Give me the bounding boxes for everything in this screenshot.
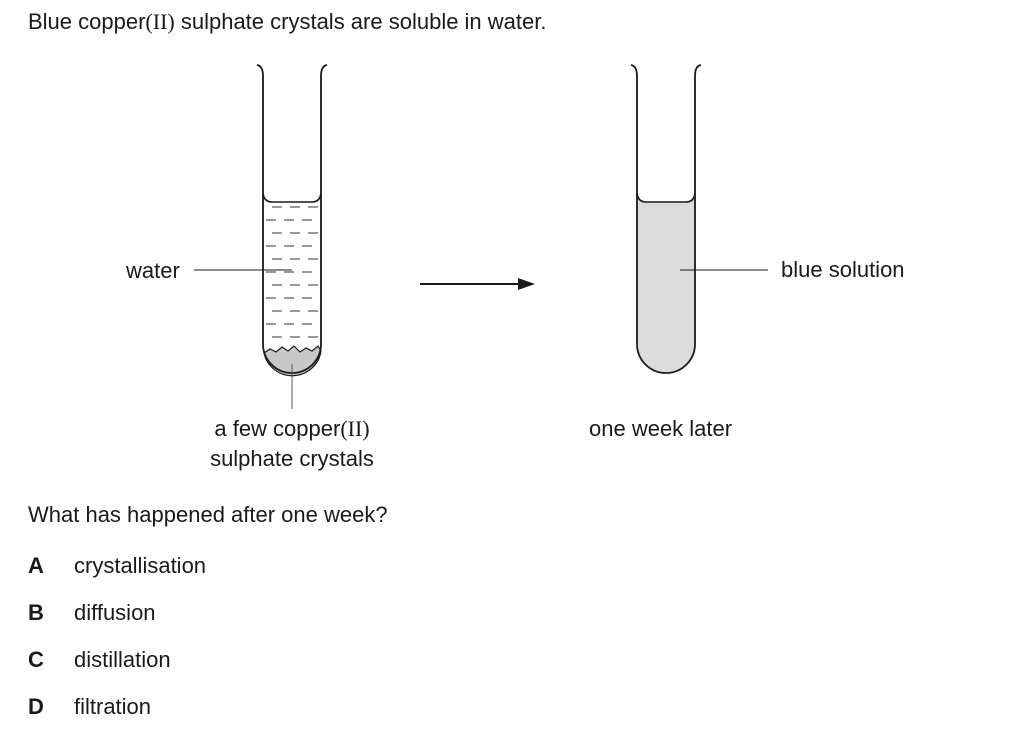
tube-outline bbox=[630, 64, 702, 374]
option-letter: C bbox=[28, 647, 44, 672]
one-week-later-label: one week later bbox=[589, 416, 733, 441]
tube-outline bbox=[256, 64, 328, 374]
question-intro: Blue copper(II) sulphate crystals are so… bbox=[28, 9, 546, 35]
blue-solution-fill bbox=[637, 193, 695, 373]
crystals-label-text: a few copper bbox=[214, 416, 341, 441]
meniscus bbox=[262, 192, 322, 203]
test-tube-before bbox=[194, 64, 328, 409]
water-dashes bbox=[266, 206, 318, 338]
crystals-label-line1: a few copper(II) bbox=[192, 416, 392, 442]
meniscus bbox=[636, 192, 696, 203]
test-tube-diagram bbox=[194, 64, 768, 409]
option-text: filtration bbox=[74, 694, 152, 719]
test-tube-after bbox=[630, 64, 768, 374]
arrow bbox=[420, 278, 535, 290]
option-text: diffusion bbox=[74, 600, 156, 625]
crystals-roman-numeral: (II) bbox=[340, 416, 370, 441]
intro-text-part: Blue copper bbox=[28, 9, 146, 34]
intro-roman-numeral: (II) bbox=[145, 9, 175, 34]
crystals-label-line2: sulphate crystals bbox=[210, 446, 374, 471]
blue-solution-label: blue solution bbox=[781, 257, 905, 282]
option-text: crystallisation bbox=[74, 553, 207, 578]
option-letter: D bbox=[28, 694, 44, 719]
option-letter: A bbox=[28, 553, 44, 578]
option-text: distillation bbox=[74, 647, 171, 672]
option-letter: B bbox=[28, 600, 44, 625]
intro-text-part: sulphate crystals are soluble in water. bbox=[174, 9, 547, 34]
crystals-label: a few copper(II) sulphate crystals bbox=[192, 416, 392, 472]
question-prompt: What has happened after one week? bbox=[28, 502, 388, 527]
water-label: water bbox=[126, 258, 180, 283]
